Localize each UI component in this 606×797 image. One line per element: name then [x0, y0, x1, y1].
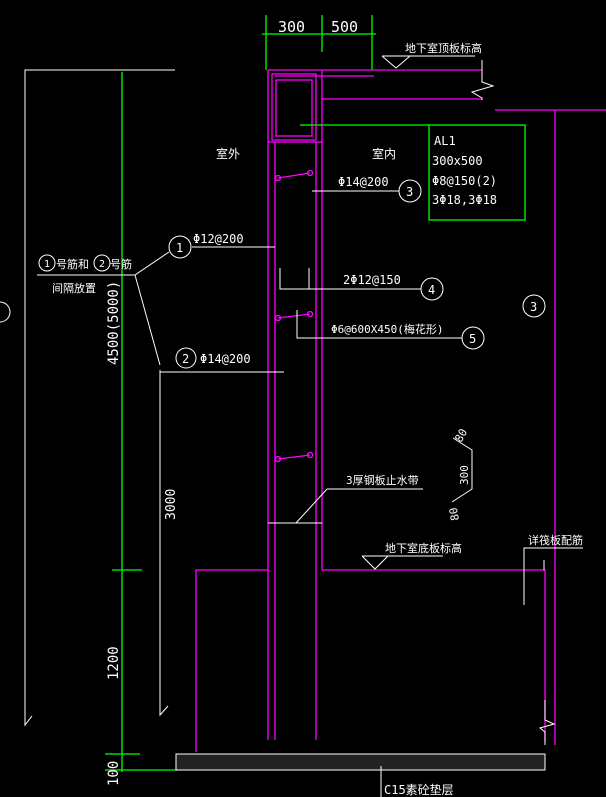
dim-3000: 3000 [164, 489, 179, 520]
excavation-lines [0, 69, 175, 727]
bar-placement-note: 1 号筋和 2 号筋 间隔放置 [37, 254, 135, 295]
dim-300: 300 [278, 18, 305, 36]
svg-text:Φ14@200: Φ14@200 [338, 175, 389, 189]
beam-stirrup: Φ8@150(2) [432, 174, 497, 188]
svg-text:4: 4 [428, 283, 435, 297]
beam-name: AL1 [434, 134, 456, 148]
dim-500: 500 [331, 18, 358, 36]
dim-100: 100 [106, 761, 122, 786]
outside-label: 室外 [216, 146, 240, 161]
svg-text:间隔放置: 间隔放置 [52, 281, 96, 295]
svg-text:1: 1 [176, 241, 183, 255]
callout-4: 4 2Φ12@150 [279, 268, 444, 301]
callout-3: 3 Φ14@200 [312, 175, 422, 203]
svg-text:1: 1 [44, 259, 50, 270]
cushion-label: C15素砼垫层 [384, 782, 454, 797]
beam-main-bars: 3Φ18,3Φ18 [432, 193, 497, 207]
svg-text:80: 80 [452, 427, 470, 445]
svg-text:Φ12@200: Φ12@200 [193, 232, 244, 246]
svg-text:3: 3 [406, 185, 413, 199]
svg-text:5: 5 [469, 332, 476, 346]
svg-text:2: 2 [182, 352, 189, 366]
concrete-cushion [175, 753, 546, 771]
floor-slab-level: 地下室底板标高 [385, 541, 462, 555]
dim-4500: 4500(5000) [106, 281, 122, 365]
svg-text:80: 80 [447, 506, 462, 521]
svg-text:Φ6@600X450(梅花形): Φ6@600X450(梅花形) [331, 322, 443, 336]
tie-bars [274, 169, 314, 463]
wall-structure [195, 60, 606, 752]
svg-text:号筋: 号筋 [110, 257, 132, 271]
slab-reinforcement-note: 详筏板配筋 [528, 533, 583, 547]
callout-1: 1 Φ12@200 [134, 232, 275, 366]
beam-size: 300x500 [432, 154, 483, 168]
dimension-lines [105, 15, 526, 772]
svg-text:3厚钢板止水带: 3厚钢板止水带 [346, 473, 419, 487]
svg-text:2: 2 [99, 259, 105, 270]
waterstop: 3厚钢板止水带 300 80 80 [268, 427, 473, 524]
callout-2: 2 Φ14@200 [160, 347, 284, 373]
roof-slab-level: 地下室顶板标高 [405, 41, 482, 55]
svg-text:300: 300 [458, 465, 471, 485]
callout-3-right: 3 [522, 294, 546, 318]
svg-text:3: 3 [530, 300, 537, 314]
svg-text:2Φ12@150: 2Φ12@150 [343, 273, 401, 287]
svg-text:号筋和: 号筋和 [56, 257, 89, 271]
callout-5: 5 Φ6@600X450(梅花形) [296, 310, 485, 350]
inside-label: 室内 [372, 146, 396, 161]
svg-text:Φ14@200: Φ14@200 [200, 352, 251, 366]
dim-1200: 1200 [106, 646, 122, 680]
